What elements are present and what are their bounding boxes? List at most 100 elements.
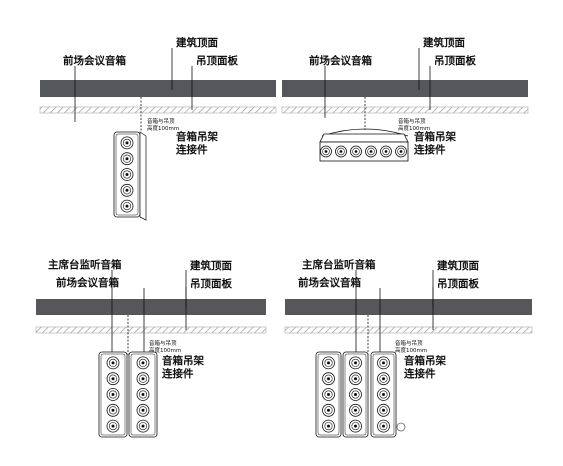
- speaker-cone: [379, 406, 388, 415]
- speaker-cone: [122, 202, 132, 211]
- speaker-dust-cap: [353, 408, 358, 412]
- column-speaker: [370, 351, 397, 438]
- speaker-dust-cap: [399, 150, 403, 153]
- speaker-cone: [351, 358, 360, 367]
- speaker-dust-cap: [125, 157, 129, 161]
- speaker-cone: [108, 358, 118, 367]
- speaker-cone: [367, 147, 375, 156]
- speaker-dust-cap: [369, 150, 373, 153]
- speaker-dust-cap: [141, 408, 145, 412]
- speaker-dust-cap: [125, 172, 129, 177]
- speaker-cone: [379, 390, 388, 399]
- speaker-cone: [138, 374, 148, 383]
- label-bracket-1: 音箱吊架: [414, 130, 456, 143]
- speaker-dust-cap: [339, 150, 343, 153]
- watermark-icon: [396, 422, 406, 432]
- speaker-cone: [324, 390, 333, 399]
- speaker-cone: [324, 422, 333, 431]
- label-conference-speaker: 前场会议音箱: [309, 54, 372, 67]
- speaker-cone: [108, 374, 118, 383]
- speaker-bracket: [321, 128, 409, 137]
- speaker-cone: [122, 186, 132, 195]
- speaker-cone: [324, 374, 333, 383]
- label-monitor-speaker: 主席台监听音箱: [48, 258, 122, 271]
- label-distance-1: 音箱与吊顶: [147, 117, 175, 125]
- speaker-dust-cap: [353, 392, 358, 397]
- label-bracket-1: 音箱吊架: [162, 354, 204, 367]
- speaker-cone: [108, 390, 118, 399]
- panel-bottom-left: 主席台监听音箱 前场会议音箱 建筑顶面 吊顶面板 音箱与吊顶 高度100mm 音…: [35, 258, 267, 438]
- label-ceiling-panel: 吊顶面板: [190, 277, 232, 290]
- speaker-dust-cap: [326, 408, 331, 412]
- speaker-grille: [344, 353, 367, 436]
- label-bracket-2: 连接件: [404, 367, 436, 380]
- speaker-grille: [130, 353, 156, 436]
- label-conference-speaker: 前场会议音箱: [298, 276, 361, 289]
- speaker-dust-cap: [111, 392, 115, 397]
- speaker-grille: [115, 133, 139, 216]
- speaker-dust-cap: [354, 150, 358, 153]
- speaker-cone: [324, 358, 333, 367]
- speaker-cone: [351, 422, 360, 431]
- label-bracket-2: 连接件: [414, 143, 446, 156]
- speaker-dust-cap: [125, 188, 129, 192]
- speaker-dust-cap: [125, 141, 129, 145]
- speaker-dust-cap: [111, 377, 115, 381]
- ceiling-panel: [281, 106, 529, 114]
- speaker-cone: [379, 374, 388, 383]
- label-ceiling-panel: 吊顶面板: [434, 54, 476, 67]
- speaker-dust-cap: [326, 392, 331, 397]
- label-building-top: 建筑顶面: [436, 259, 479, 272]
- building-slab: [36, 299, 266, 315]
- speaker-cone: [138, 390, 148, 399]
- speaker-dust-cap: [141, 424, 145, 428]
- speaker-cone: [351, 406, 360, 415]
- speaker-cone: [122, 154, 132, 163]
- panel-bottom-right: 主席台监听音箱 前场会议音箱 建筑顶面 吊顶面板 音箱与吊顶 高度100mm 音…: [284, 258, 533, 438]
- speaker-dust-cap: [125, 204, 129, 208]
- speaker-dust-cap: [111, 424, 115, 428]
- label-distance-2: 高度100mm: [395, 346, 427, 354]
- speaker-grille: [100, 353, 126, 436]
- label-ceiling-panel: 吊顶面板: [196, 54, 238, 67]
- speaker-cone: [108, 422, 118, 431]
- speaker-cone: [337, 147, 345, 156]
- speaker-dust-cap: [384, 150, 388, 153]
- speaker-cone: [379, 422, 388, 431]
- label-bracket-2: 连接件: [162, 367, 194, 380]
- label-distance-2: 高度100mm: [149, 346, 181, 354]
- label-bracket-2: 连接件: [176, 143, 208, 156]
- building-slab: [285, 299, 532, 315]
- speaker-dust-cap: [381, 424, 386, 428]
- speaker-grille: [317, 353, 340, 436]
- label-conference-speaker: 前场会议音箱: [63, 54, 126, 67]
- speaker-dust-cap: [326, 377, 331, 381]
- panel-top-left: 前场会议音箱 建筑顶面 吊顶面板 音箱与吊顶 高度100mm 音箱吊架 连接件: [39, 36, 277, 221]
- speaker-dust-cap: [111, 361, 115, 365]
- speaker-dust-cap: [353, 361, 358, 365]
- speaker-dust-cap: [111, 408, 115, 412]
- label-distance-1: 音箱与吊顶: [395, 339, 423, 347]
- speaker-dust-cap: [141, 377, 145, 381]
- speaker-cone: [122, 138, 132, 147]
- speaker-dust-cap: [381, 408, 386, 412]
- speaker-cone: [138, 406, 148, 415]
- speaker-dust-cap: [141, 361, 145, 365]
- speaker-dust-cap: [381, 361, 386, 365]
- speaker-cone: [324, 406, 333, 415]
- speaker-cone: [351, 390, 360, 399]
- speaker-cone: [379, 358, 388, 367]
- column-speaker: [128, 351, 158, 438]
- horizontal-speaker: [319, 133, 409, 162]
- label-ceiling-panel: 吊顶面板: [437, 277, 479, 290]
- speaker-dust-cap: [381, 392, 386, 397]
- label-building-top: 建筑顶面: [189, 259, 232, 272]
- column-speaker: [113, 131, 141, 218]
- label-conference-speaker: 前场会议音箱: [56, 276, 119, 289]
- speaker-dust-cap: [326, 424, 331, 428]
- label-distance-1: 音箱与吊顶: [398, 117, 426, 125]
- speaker-dust-cap: [353, 377, 358, 381]
- label-building-top: 建筑顶面: [175, 36, 218, 49]
- speaker-cone: [122, 170, 132, 179]
- speaker-cone: [108, 406, 118, 415]
